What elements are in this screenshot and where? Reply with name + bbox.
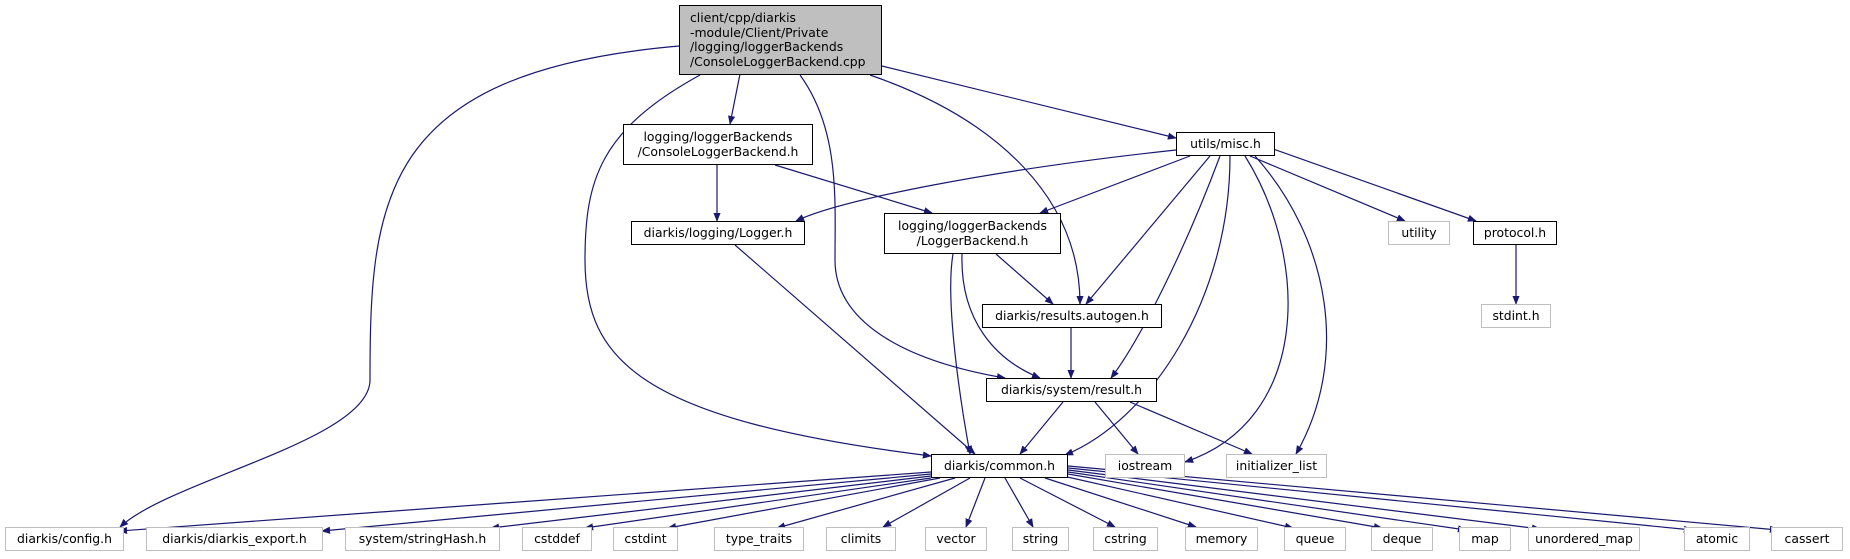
node-result-h[interactable]: diarkis/system/result.h — [986, 378, 1157, 402]
edge-misc-h-to-result-h — [1110, 155, 1221, 379]
node-cassert[interactable]: cassert — [1771, 527, 1843, 551]
edge-logger-backend-h-to-result-h — [961, 253, 1041, 379]
node-logger-h[interactable]: diarkis/logging/Logger.h — [631, 221, 805, 245]
edge-common-h-to-type-traits — [776, 477, 956, 530]
edge-logger-backend-h-to-common-h — [950, 253, 973, 455]
node-logger-backend-h[interactable]: logging/loggerBackends /LoggerBackend.h — [884, 213, 1061, 254]
edge-result-h-to-common-h — [1019, 401, 1064, 455]
edge-root-to-config-h — [119, 45, 680, 528]
edge-root-to-misc-h — [881, 65, 1177, 140]
node-root-console-logger-backend-cpp[interactable]: client/cpp/diarkis -module/Client/Privat… — [679, 5, 882, 75]
edge-common-h-to-atomic — [1067, 467, 1693, 533]
node-atomic[interactable]: atomic — [1684, 527, 1750, 551]
node-climits[interactable]: climits — [826, 527, 896, 551]
edge-common-h-to-queue — [1062, 475, 1294, 530]
node-memory[interactable]: memory — [1185, 527, 1258, 551]
node-misc-h[interactable]: utils/misc.h — [1176, 132, 1275, 156]
edge-common-h-to-string — [1004, 477, 1034, 528]
edge-result-h-to-initializer-list — [1129, 401, 1253, 455]
node-string-hash-h[interactable]: system/stringHash.h — [345, 527, 500, 551]
edge-common-h-to-string-hash-h — [490, 475, 932, 531]
edge-root-to-common-h — [584, 74, 932, 459]
edge-common-h-to-config-h — [118, 471, 932, 535]
edge-common-h-to-diarkis-export-h — [321, 473, 932, 534]
edge-common-h-to-climits — [882, 477, 971, 528]
node-results-autogen-h[interactable]: diarkis/results.autogen.h — [982, 304, 1162, 328]
edge-misc-h-to-logger-backend-h — [1039, 155, 1191, 214]
edge-common-h-to-cstring — [1019, 477, 1116, 528]
node-queue[interactable]: queue — [1284, 527, 1346, 551]
node-initializer-list[interactable]: initializer_list — [1226, 454, 1327, 478]
edge-common-h-to-cstddef — [584, 477, 932, 531]
edge-root-to-results-autogen-h — [869, 74, 1084, 305]
node-unordered-map[interactable]: unordered_map — [1528, 527, 1640, 551]
edge-common-h-to-unordered-map — [1067, 469, 1541, 532]
node-deque[interactable]: deque — [1371, 527, 1433, 551]
edge-common-h-to-vector — [965, 477, 986, 528]
edge-common-h-to-deque — [1067, 473, 1383, 531]
node-vector[interactable]: vector — [925, 527, 987, 551]
edge-misc-h-to-common-h — [1064, 155, 1231, 456]
node-config-h[interactable]: diarkis/config.h — [5, 527, 124, 551]
edge-logger-backend-h-to-results-autogen-h — [995, 253, 1054, 305]
edge-common-h-to-cstdint — [667, 477, 941, 531]
edge-root-to-result-h — [799, 74, 1006, 381]
node-cstdint[interactable]: cstdint — [613, 527, 678, 551]
edge-misc-h-to-protocol-h — [1261, 144, 1477, 222]
edge-logger-h-to-common-h — [734, 244, 976, 455]
node-string[interactable]: string — [1012, 527, 1069, 551]
edge-root-to-console-h — [728, 73, 741, 125]
edge-common-h-to-memory — [1044, 477, 1197, 528]
node-cstddef[interactable]: cstddef — [522, 527, 592, 551]
node-common-h[interactable]: diarkis/common.h — [931, 454, 1068, 478]
node-diarkis-export-h[interactable]: diarkis/diarkis_export.h — [146, 527, 323, 551]
node-iostream[interactable]: iostream — [1105, 454, 1185, 478]
edge-console-h-to-logger-backend-h — [774, 164, 933, 215]
edge-misc-h-to-logger-h — [795, 149, 1177, 222]
edge-result-h-to-iostream — [1094, 401, 1139, 455]
node-cstring[interactable]: cstring — [1093, 527, 1158, 551]
edge-common-h-to-map — [1067, 471, 1467, 533]
edge-misc-h-to-utility — [1249, 155, 1406, 222]
node-stdint-h[interactable]: stdint.h — [1481, 304, 1551, 328]
edge-misc-h-to-iostream — [1184, 155, 1289, 463]
edge-misc-h-to-initializer-list — [1254, 155, 1328, 455]
node-map[interactable]: map — [1459, 527, 1511, 551]
edge-common-h-to-cassert — [1067, 465, 1779, 533]
edge-misc-h-to-results-autogen-h — [1085, 155, 1211, 305]
node-protocol-h[interactable]: protocol.h — [1473, 221, 1557, 245]
node-utility[interactable]: utility — [1388, 221, 1450, 245]
node-console-logger-backend-h[interactable]: logging/loggerBackends /ConsoleLoggerBac… — [623, 124, 813, 165]
node-type-traits[interactable]: type_traits — [714, 527, 804, 551]
